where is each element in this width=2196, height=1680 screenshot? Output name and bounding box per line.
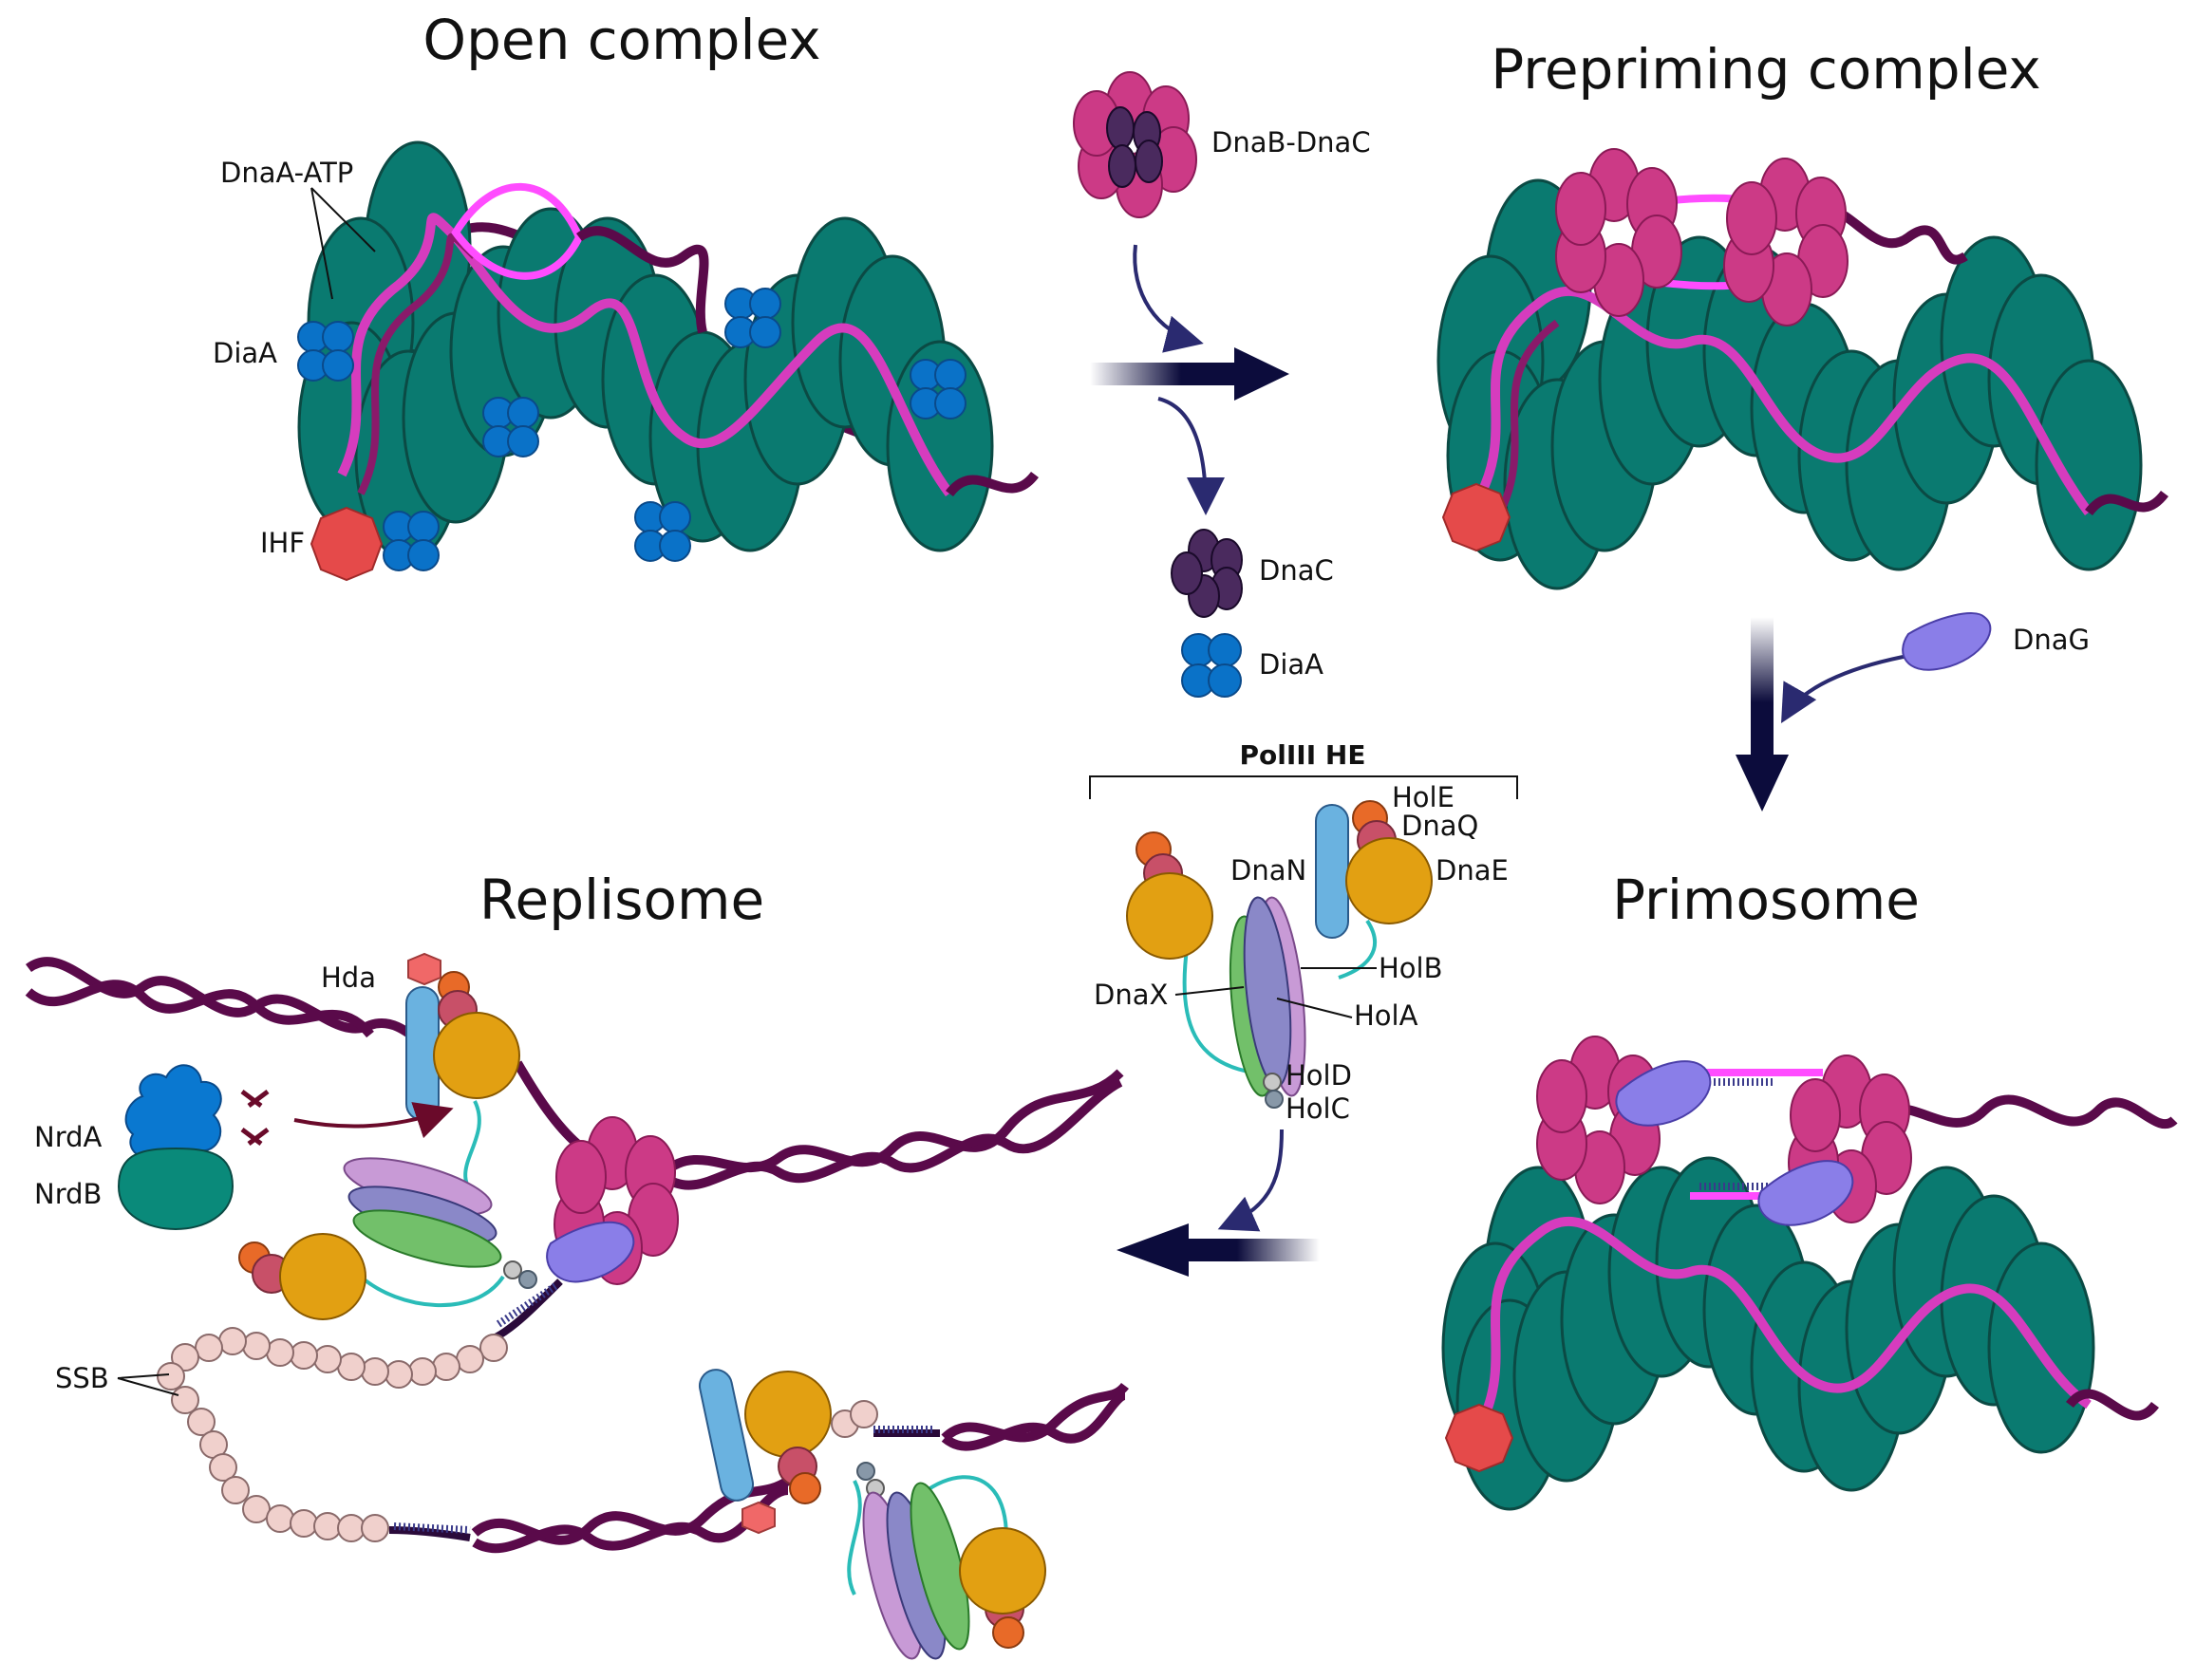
diaa-cluster: [383, 511, 440, 571]
title-replisome: Replisome: [479, 868, 764, 932]
pointer-hola: [1276, 998, 1353, 1018]
arrow-primosome-to-replisome-shaft: [1182, 1239, 1320, 1261]
label-diaa-released: DiaA: [1259, 648, 1323, 681]
arrow-dnab-in: [1133, 244, 1204, 353]
label-dnae: DnaE: [1436, 854, 1509, 887]
pointer-dnax: [1174, 986, 1245, 996]
label-diaa: DiaA: [213, 337, 277, 369]
arrow-dnag-in: [1781, 653, 1914, 723]
title-open-complex: Open complex: [422, 8, 820, 72]
label-nrdb: NrdB: [34, 1178, 102, 1210]
label-dnaa-atp: DnaA-ATP: [220, 157, 353, 189]
diaa-cluster: [482, 397, 539, 457]
dnag-protein: [1902, 612, 1992, 671]
label-nrda: NrdA: [34, 1121, 103, 1153]
label-hola: HolA: [1354, 999, 1418, 1032]
diaa-cluster: [297, 321, 354, 382]
label-poliii-he: PolIII HE: [1240, 739, 1366, 771]
label-ssb: SSB: [55, 1362, 109, 1394]
dna-tail-bottom: [946, 471, 1039, 497]
arrow-poliii-in: [1217, 1129, 1284, 1232]
pointer-dnaa-atp: [310, 187, 376, 300]
open-complex-group: DnaA-ATP DiaA IHF: [213, 140, 1039, 582]
title-prepriming-complex: Prepriming complex: [1491, 37, 2040, 102]
arrow-prepriming-to-primosome-shaft: [1751, 617, 1774, 759]
diaa-cluster: [724, 288, 781, 348]
label-dnag: DnaG: [2013, 624, 2090, 656]
title-primosome: Primosome: [1612, 868, 1920, 932]
diaa-cluster: [910, 359, 967, 420]
dna-tail-top: [576, 226, 709, 334]
label-dnan: DnaN: [1230, 854, 1306, 887]
arrow-open-to-prepriming-head: [1234, 347, 1289, 401]
arrow-release: [1157, 397, 1225, 515]
label-dnax: DnaX: [1094, 979, 1168, 1011]
arrow-prepriming-to-primosome-head: [1736, 755, 1789, 812]
dnac-released: [1171, 529, 1243, 618]
label-dnab-dnac: DnaB-DnaC: [1211, 126, 1371, 159]
ssb-chain: [157, 1327, 508, 1542]
dnab-dnac-group: [1073, 71, 1197, 218]
label-hold: HolD: [1286, 1059, 1352, 1092]
label-hda: Hda: [321, 961, 376, 994]
diaa-cluster: [634, 501, 691, 562]
diaa-released: [1181, 633, 1242, 698]
dna-dark-strand: [357, 233, 478, 495]
label-holb: HolB: [1379, 952, 1443, 984]
label-dnac: DnaC: [1259, 554, 1334, 587]
poliii-he-group: [1126, 800, 1433, 1109]
arrow-open-to-prepriming-shaft: [1090, 363, 1242, 385]
primosome-group: [1441, 1036, 2178, 1511]
ihf-protein: [310, 506, 384, 582]
label-ihf: IHF: [260, 527, 305, 559]
replisome-group: [25, 952, 1129, 1660]
label-dnaq: DnaQ: [1401, 810, 1478, 842]
prepriming-complex-group: [1436, 148, 2168, 590]
pointer-ssb: [117, 1373, 179, 1396]
dnaa-filament: [297, 140, 994, 562]
label-holc: HolC: [1286, 1092, 1350, 1125]
dna-magenta-strand: [337, 213, 954, 496]
arrow-primosome-to-replisome-head: [1117, 1223, 1189, 1277]
label-hole: HolE: [1392, 781, 1455, 813]
poliii-he-bracket: [1089, 775, 1518, 799]
